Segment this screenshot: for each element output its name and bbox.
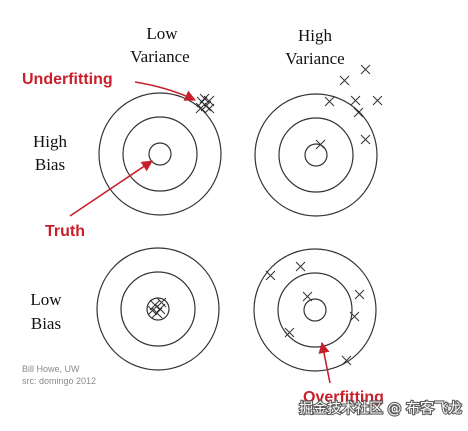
target-middle-ring (278, 117, 354, 193)
dart-mark (353, 107, 364, 118)
callout-truth: Truth (45, 223, 85, 240)
target-outer-ring (254, 93, 378, 217)
dart-marks-scattered (315, 64, 383, 150)
dart-mark (341, 355, 352, 366)
row-header-low-bias-line2: Bias (31, 314, 61, 333)
dart-mark (156, 297, 167, 308)
row-header-high-bias-line1: High (33, 132, 68, 151)
dart-mark (350, 95, 361, 106)
target-bullseye (148, 142, 172, 166)
target-high-variance-high-bias (254, 64, 383, 217)
dart-marks-clustered (195, 93, 215, 114)
column-header-high-variance-line1: High (298, 26, 333, 45)
dart-mark (195, 102, 207, 114)
target-outer-ring (253, 248, 377, 372)
target-bullseye (303, 298, 327, 322)
credit-author: Bill Howe, UW (22, 364, 80, 374)
dart-mark (349, 311, 360, 322)
dart-mark (204, 103, 215, 114)
target-bullseye (304, 143, 328, 167)
target-middle-ring (277, 272, 353, 348)
target-bullseye (146, 297, 170, 321)
column-header-low-variance-line2: Variance (130, 47, 189, 66)
dart-marks-clustered (147, 297, 167, 319)
target-middle-ring (122, 116, 198, 192)
target-high-variance-low-bias (253, 248, 377, 372)
target-outer-ring (98, 92, 222, 216)
column-header-low-variance-line1: Low (146, 24, 178, 43)
target-low-variance-high-bias (98, 92, 222, 216)
column-header-high-variance-line2: Variance (285, 49, 344, 68)
dart-mark (265, 270, 276, 281)
dart-mark (360, 134, 371, 145)
dart-mark (324, 96, 335, 107)
dart-mark (360, 64, 371, 75)
dart-mark (339, 75, 350, 86)
dart-mark (199, 93, 210, 104)
arrow-underfitting (134, 81, 197, 101)
dart-marks-scattered (265, 261, 365, 366)
dart-mark (372, 95, 383, 106)
callout-underfitting: Underfitting (22, 71, 113, 88)
target-low-variance-low-bias (96, 247, 220, 371)
row-header-high-bias-line2: Bias (35, 155, 65, 174)
arrow-overfitting (318, 341, 331, 384)
callout-overfitting: Overfitting (303, 389, 384, 406)
dart-mark (315, 139, 326, 150)
target-middle-ring (120, 271, 196, 347)
row-header-low-bias-line1: Low (30, 290, 62, 309)
watermark: 掘金技术社区 @ 布客飞龙 (299, 400, 462, 417)
dart-mark (295, 261, 306, 272)
dart-mark (284, 327, 295, 338)
dart-mark (302, 291, 313, 302)
target-outer-ring (96, 247, 220, 371)
dart-mark (354, 289, 365, 300)
arrow-truth (69, 160, 153, 217)
dart-mark (147, 305, 158, 316)
credit-source: src: domingo 2012 (22, 376, 96, 386)
